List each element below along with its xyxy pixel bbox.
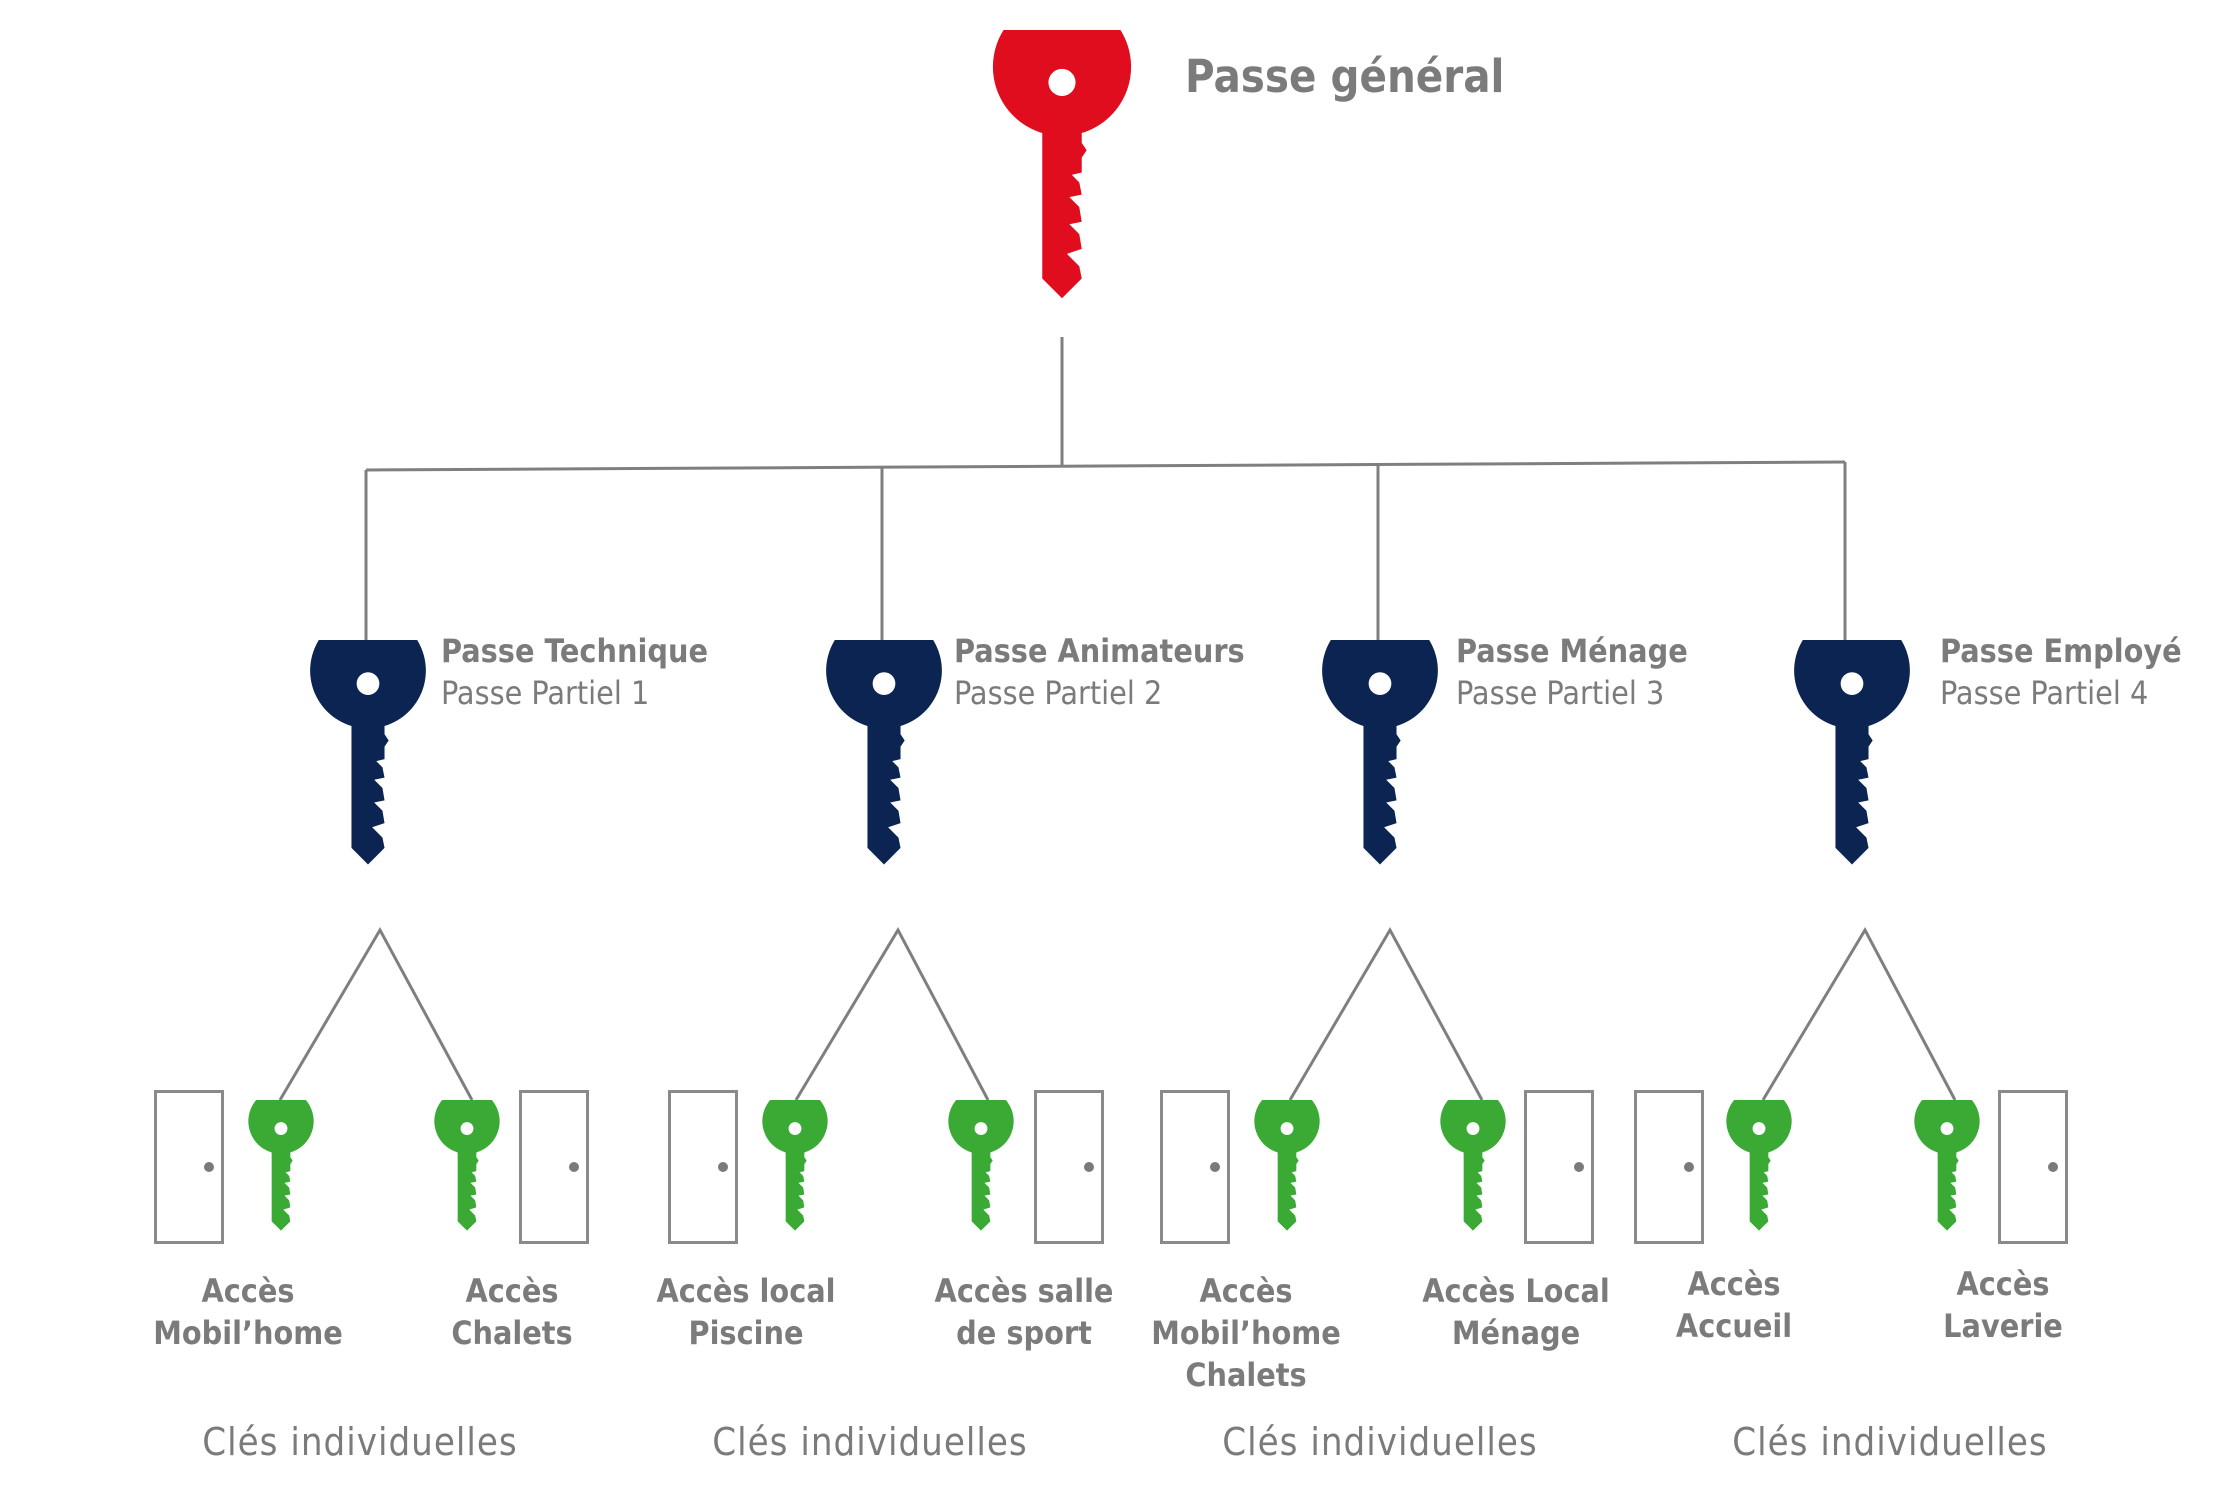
door-icon bbox=[519, 1090, 589, 1244]
individual-key-icon bbox=[948, 1100, 1014, 1231]
partial-subtitle-4: Passe Partiel 4 bbox=[1940, 674, 2149, 712]
access-label: Accès Mobil’home bbox=[153, 1272, 343, 1352]
individual-key-icon bbox=[1254, 1100, 1320, 1231]
split-3 bbox=[1288, 926, 1484, 1101]
individual-key-icon bbox=[762, 1100, 828, 1231]
partial-title-4: Passe Employé bbox=[1940, 632, 2182, 670]
individual-key-icon bbox=[1914, 1100, 1980, 1231]
door-icon bbox=[154, 1090, 224, 1244]
split-4 bbox=[1761, 926, 1957, 1101]
partial-key-icon-1 bbox=[310, 640, 426, 865]
group-label: Clés individuelles bbox=[202, 1420, 518, 1464]
individual-key-icon bbox=[434, 1100, 500, 1231]
access-label: Accès Chalets bbox=[451, 1272, 573, 1352]
partial-subtitle-1: Passe Partiel 1 bbox=[441, 674, 650, 712]
individual-key-icon bbox=[1440, 1100, 1506, 1231]
access-label: Accès local Piscine bbox=[656, 1272, 836, 1352]
door-icon bbox=[1634, 1090, 1704, 1244]
door-icon bbox=[1034, 1090, 1104, 1244]
partial-key-icon-4 bbox=[1794, 640, 1910, 865]
split-1 bbox=[278, 926, 474, 1101]
access-label: Accès salle de sport bbox=[934, 1272, 1114, 1352]
access-label: Accès Laverie bbox=[1943, 1265, 2063, 1345]
individual-key-icon bbox=[1726, 1100, 1792, 1231]
partial-key-icon-3 bbox=[1322, 640, 1438, 865]
door-icon bbox=[1524, 1090, 1594, 1244]
access-label: Accès Mobil’home Chalets bbox=[1151, 1272, 1341, 1394]
master-key-icon bbox=[992, 30, 1132, 299]
access-label: Accès Accueil bbox=[1675, 1265, 1793, 1345]
partial-subtitle-2: Passe Partiel 2 bbox=[954, 674, 1163, 712]
group-label: Clés individuelles bbox=[1222, 1420, 1538, 1464]
partial-key-icon-2 bbox=[826, 640, 942, 865]
master-key-title: Passe général bbox=[1185, 50, 1505, 103]
access-label: Accès Local Ménage bbox=[1422, 1272, 1610, 1352]
branch-bar bbox=[365, 460, 1846, 472]
door-icon bbox=[1998, 1090, 2068, 1244]
group-label: Clés individuelles bbox=[712, 1420, 1028, 1464]
split-2 bbox=[794, 926, 990, 1101]
partial-title-3: Passe Ménage bbox=[1456, 632, 1688, 670]
group-label: Clés individuelles bbox=[1732, 1420, 2048, 1464]
partial-subtitle-3: Passe Partiel 3 bbox=[1456, 674, 1665, 712]
door-icon bbox=[668, 1090, 738, 1244]
partial-title-2: Passe Animateurs bbox=[954, 632, 1245, 670]
door-icon bbox=[1160, 1090, 1230, 1244]
individual-key-icon bbox=[248, 1100, 314, 1231]
partial-title-1: Passe Technique bbox=[441, 632, 708, 670]
